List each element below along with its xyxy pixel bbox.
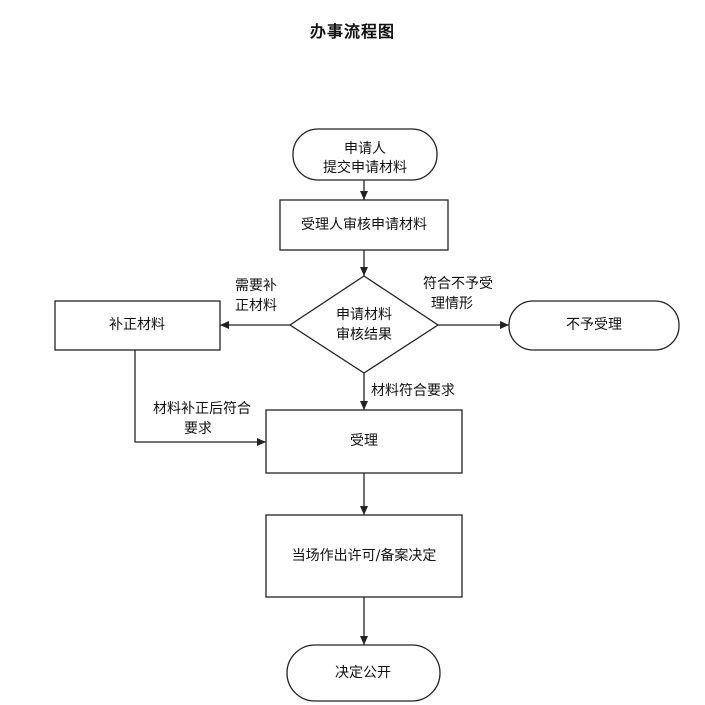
edge-label-not-accept-1: 符合不予受 <box>423 276 493 292</box>
node-publish-label: 决定公开 <box>335 665 391 681</box>
node-permit: 当场作出许可/备案决定 <box>265 514 463 598</box>
edge-label-need-supplement-2: 正材料 <box>235 298 277 314</box>
edge-label-after-supplement-2: 要求 <box>184 421 212 437</box>
edge-supplement-accept <box>134 350 266 446</box>
node-start-line-1: 申请人 <box>344 141 386 157</box>
page-title: 办事流程图 <box>309 22 395 41</box>
node-decision: 申请材料 审核结果 <box>288 275 440 374</box>
node-reject: 不予受理 <box>508 300 680 351</box>
edge-label-after-supplement-1: 材料补正后符合 <box>153 401 251 417</box>
edge-label-not-accept-2: 理情形 <box>431 296 473 312</box>
node-review-label: 受理人审核申请材料 <box>301 217 427 233</box>
node-decision-line-2: 审核结果 <box>336 327 392 343</box>
node-start-line-2: 提交申请材料 <box>323 159 407 176</box>
node-accept: 受理 <box>265 409 463 474</box>
edge-label-need-supplement-1: 需要补 <box>235 278 277 294</box>
node-supplement-label: 补正材料 <box>109 317 165 333</box>
node-accept-label: 受理 <box>350 433 378 449</box>
node-permit-label: 当场作出许可/备案决定 <box>292 547 437 564</box>
edge-label-meets: 材料符合要求 <box>371 383 455 399</box>
connectors <box>134 180 509 645</box>
node-decision-line-1: 申请材料 <box>336 307 392 323</box>
node-start: 申请人 提交申请材料 <box>292 128 438 181</box>
node-review: 受理人审核申请材料 <box>279 199 449 251</box>
node-reject-label: 不予受理 <box>566 317 622 333</box>
node-publish: 决定公开 <box>286 644 441 702</box>
node-supplement: 补正材料 <box>54 300 221 351</box>
edge-labels: 需要补 正材料 符合不予受 理情形 材料符合要求 材料补正后符合 要求 <box>153 276 493 437</box>
